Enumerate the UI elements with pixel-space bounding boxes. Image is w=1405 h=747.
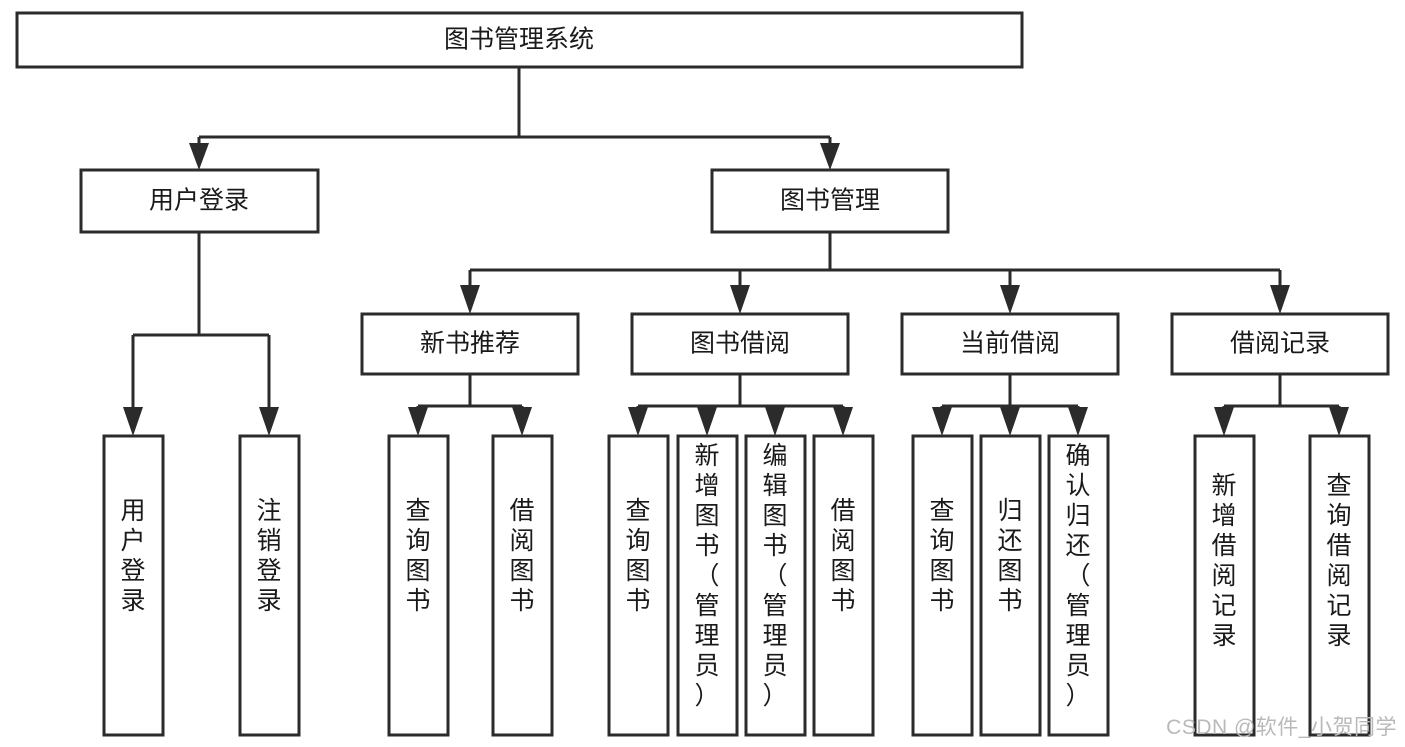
leaf-newbook-borrow-book-label: 借阅图书	[509, 497, 534, 615]
node-root-system[interactable]: 图书管理系统	[15, 11, 1024, 69]
leaf-logout-box	[238, 434, 301, 737]
arrow-to-leaf-user-login	[123, 407, 143, 436]
leaf-borrow-add-book-admin-label: 新增图书（管理员）	[694, 442, 719, 710]
node-current-borrow-label: 当前借阅	[960, 330, 1060, 358]
arrow-borrow-leaf-1	[628, 407, 648, 436]
arrow-record-leaf-2	[1329, 407, 1349, 436]
arrow-borrow-leaf-3	[765, 407, 785, 436]
node-user-login[interactable]: 用户登录	[79, 168, 320, 234]
node-user-login-box	[79, 168, 320, 234]
node-book-borrow-box	[630, 312, 850, 376]
arrow-borrow-leaf-4	[833, 407, 853, 436]
arrow-borrow-leaf-2	[697, 407, 717, 436]
leaf-newbook-query-book[interactable]: 查询图书	[387, 434, 450, 737]
leaf-record-add-record-label: 新增借阅记录	[1211, 472, 1236, 650]
node-book-management[interactable]: 图书管理	[710, 168, 950, 234]
leaf-current-confirm-return-admin[interactable]: 确认归还（管理员）	[1047, 434, 1110, 737]
node-root-system-box	[15, 11, 1024, 69]
leaf-current-confirm-return-admin-label: 确认归还（管理员）	[1065, 442, 1090, 710]
leaf-borrow-query-book[interactable]: 查询图书	[607, 434, 670, 737]
arrow-to-book-borrow	[730, 285, 750, 314]
node-new-book-recommendation-label: 新书推荐	[420, 330, 520, 358]
leaf-current-return-book-label: 归还图书	[997, 497, 1022, 615]
arrow-newbook-leaf-1	[408, 407, 428, 436]
node-current-borrow-box	[900, 312, 1120, 376]
leaf-borrow-borrow-book[interactable]: 借阅图书	[812, 434, 875, 737]
leaf-borrow-edit-book-admin-box	[744, 434, 807, 737]
leaf-record-query-record[interactable]: 查询借阅记录	[1308, 434, 1371, 737]
leaf-current-confirm-return-admin-box	[1047, 434, 1110, 737]
leaf-logout-label: 注销登录	[256, 497, 281, 615]
node-new-book-recommendation[interactable]: 新书推荐	[360, 312, 580, 376]
node-book-borrow-label: 图书借阅	[690, 330, 790, 358]
leaf-borrow-query-book-box	[607, 434, 670, 737]
leaf-newbook-borrow-book[interactable]: 借阅图书	[491, 434, 554, 737]
arrow-to-borrow-record	[1270, 285, 1290, 314]
leaf-record-query-record-box	[1308, 434, 1371, 737]
arrow-to-current-borrow	[1000, 285, 1020, 314]
leaf-borrow-add-book-admin-box	[676, 434, 739, 737]
node-new-book-recommendation-box	[360, 312, 580, 376]
leaf-record-add-record-box	[1193, 434, 1256, 737]
leaf-borrow-query-book-label: 查询图书	[625, 497, 650, 615]
leaf-newbook-query-book-label: 查询图书	[405, 497, 430, 615]
arrow-to-new-book-rec	[460, 285, 480, 314]
arrow-record-leaf-1	[1214, 407, 1234, 436]
leaf-borrow-borrow-book-box	[812, 434, 875, 737]
leaf-current-query-book-label: 查询图书	[929, 497, 954, 615]
leaf-current-return-book-box	[979, 434, 1042, 737]
leaf-newbook-borrow-book-box	[491, 434, 554, 737]
node-book-management-box	[710, 168, 950, 234]
leaf-user-login-box	[102, 434, 165, 737]
node-current-borrow[interactable]: 当前借阅	[900, 312, 1120, 376]
arrow-to-user-login	[189, 143, 209, 170]
arrow-newbook-leaf-2	[512, 407, 532, 436]
arrow-to-book-management	[820, 143, 840, 170]
leaf-borrow-borrow-book-label: 借阅图书	[830, 497, 855, 615]
leaf-current-return-book[interactable]: 归还图书	[979, 434, 1042, 737]
arrow-current-leaf-3	[1068, 407, 1088, 436]
leaf-record-query-record-label: 查询借阅记录	[1326, 472, 1351, 650]
leaf-record-add-record[interactable]: 新增借阅记录	[1193, 434, 1256, 737]
leaf-borrow-add-book-admin[interactable]: 新增图书（管理员）	[676, 434, 739, 737]
node-borrow-record[interactable]: 借阅记录	[1170, 312, 1390, 376]
node-borrow-record-box	[1170, 312, 1390, 376]
leaf-user-login-label: 用户登录	[120, 497, 145, 615]
arrow-current-leaf-1	[932, 407, 952, 436]
node-book-management-label: 图书管理	[780, 187, 880, 215]
leaf-newbook-query-book-box	[387, 434, 450, 737]
leaf-current-query-book[interactable]: 查询图书	[911, 434, 974, 737]
leaf-logout[interactable]: 注销登录	[238, 434, 301, 737]
leaf-user-login[interactable]: 用户登录	[102, 434, 165, 737]
arrow-to-leaf-logout	[259, 407, 279, 436]
node-borrow-record-label: 借阅记录	[1230, 330, 1330, 358]
leaf-borrow-edit-book-admin[interactable]: 编辑图书（管理员）	[744, 434, 807, 737]
node-book-borrow[interactable]: 图书借阅	[630, 312, 850, 376]
node-root-system-label: 图书管理系统	[444, 26, 594, 54]
node-user-login-label: 用户登录	[149, 187, 249, 215]
arrow-current-leaf-2	[1000, 407, 1020, 436]
leaf-borrow-edit-book-admin-label: 编辑图书（管理员）	[762, 442, 787, 710]
leaf-current-query-book-box	[911, 434, 974, 737]
connector-layer	[123, 67, 1349, 436]
